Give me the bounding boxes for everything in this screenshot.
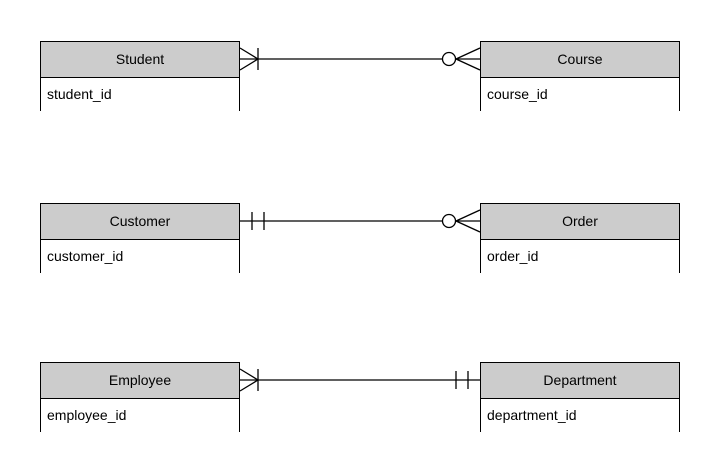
- relationship-customer-order[interactable]: [240, 209, 481, 233]
- crow-foot-one-or-many-icon: [239, 368, 259, 392]
- entity-title: Department: [481, 363, 679, 399]
- crow-foot-exactly-one-icon: [455, 371, 469, 389]
- entity-employee[interactable]: Employee employee_id: [40, 362, 240, 432]
- entity-department[interactable]: Department department_id: [480, 362, 680, 432]
- entity-attribute: department_id: [481, 399, 679, 432]
- entity-attribute: employee_id: [41, 399, 239, 432]
- relationship-employee-department[interactable]: [239, 368, 480, 392]
- crow-foot-exactly-one-icon: [251, 212, 265, 230]
- entity-attribute: customer_id: [41, 240, 239, 273]
- entity-order[interactable]: Order order_id: [480, 203, 680, 273]
- crow-foot-one-or-many-icon: [239, 47, 259, 71]
- entity-attribute: order_id: [481, 240, 679, 273]
- entity-title: Employee: [41, 363, 239, 399]
- entity-title: Student: [41, 42, 239, 78]
- entity-title: Customer: [41, 204, 239, 240]
- entity-title: Course: [481, 42, 679, 78]
- entity-attribute: course_id: [481, 78, 679, 111]
- entity-course[interactable]: Course course_id: [480, 41, 680, 111]
- crow-foot-zero-or-many-icon: [441, 209, 481, 233]
- relationship-student-course[interactable]: [239, 47, 481, 71]
- entity-student[interactable]: Student student_id: [40, 41, 240, 111]
- entity-attribute: student_id: [41, 78, 239, 111]
- crow-foot-zero-or-many-icon: [441, 47, 481, 71]
- entity-customer[interactable]: Customer customer_id: [40, 203, 240, 273]
- entity-title: Order: [481, 204, 679, 240]
